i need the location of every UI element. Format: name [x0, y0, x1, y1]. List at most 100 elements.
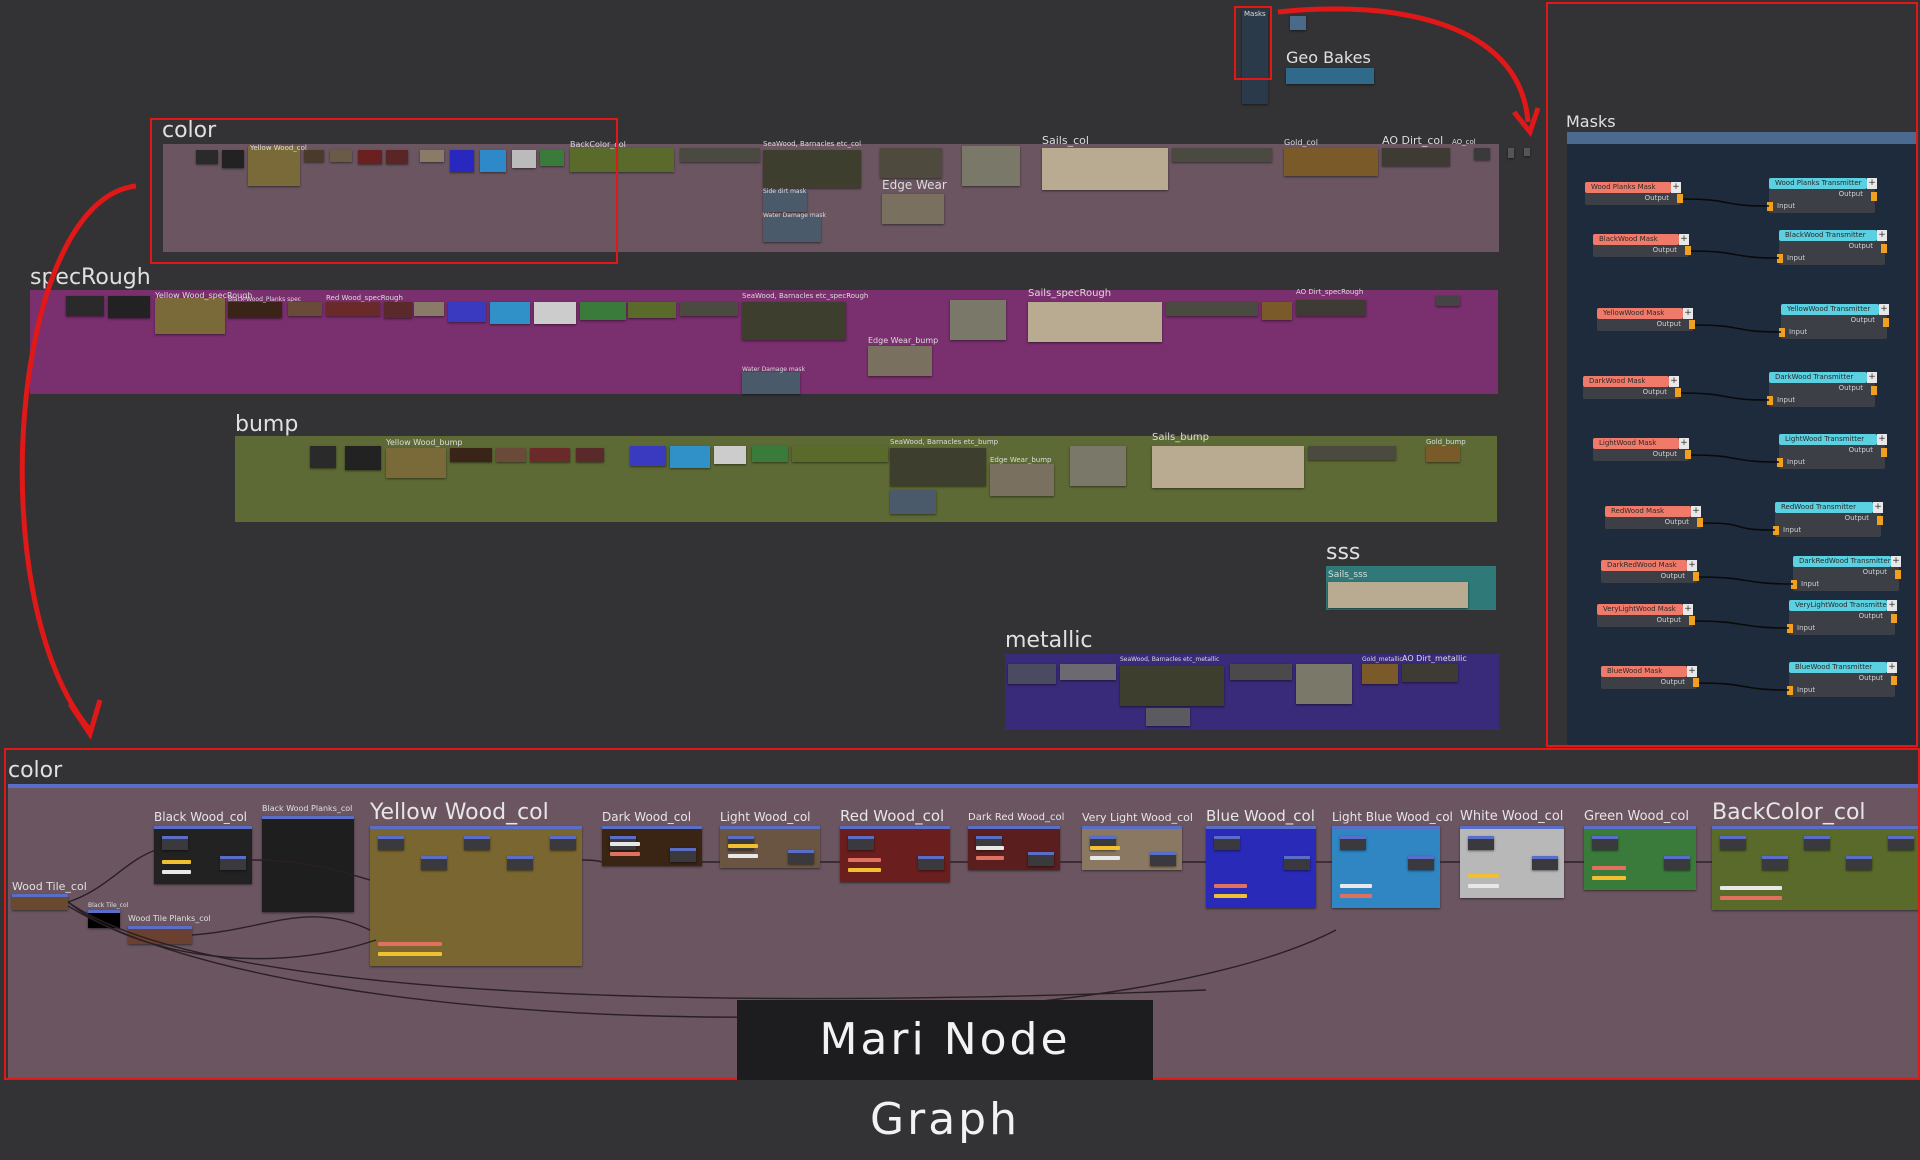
node-color-misc-2[interactable] — [880, 148, 942, 178]
node-bump-blue[interactable] — [630, 446, 666, 466]
mask-node[interactable]: BlackWood Mask+Output — [1593, 234, 1691, 257]
node-verylight-wood[interactable] — [420, 150, 444, 162]
inner-node[interactable] — [1762, 856, 1788, 870]
inner-node[interactable] — [162, 836, 188, 850]
plus-icon[interactable]: + — [1873, 502, 1883, 513]
output-port[interactable] — [1675, 388, 1681, 397]
mask-node[interactable]: LightWood Mask+Output — [1593, 438, 1691, 461]
mask-node[interactable]: DarkRedWood Mask+Output — [1601, 560, 1699, 583]
node-green-wood[interactable] — [540, 150, 564, 166]
inner-node[interactable] — [1804, 836, 1830, 850]
input-port[interactable] — [1779, 328, 1785, 337]
detail-group-backdrop[interactable] — [720, 826, 820, 868]
node-bump-lightblue[interactable] — [670, 446, 710, 468]
inner-node[interactable] — [378, 836, 404, 850]
output-port[interactable] — [1677, 194, 1683, 203]
node-geo-bakes[interactable] — [1286, 68, 1374, 84]
node-spec-misc-3[interactable] — [1166, 302, 1258, 316]
detail-group-backdrop[interactable] — [1460, 826, 1564, 898]
node-bump-seawood[interactable] — [890, 448, 986, 486]
node-spec-edge-wear[interactable] — [868, 346, 932, 376]
node-spec-blue[interactable] — [448, 302, 486, 322]
output-port[interactable] — [1895, 570, 1901, 579]
detail-group-backdrop[interactable] — [1332, 826, 1440, 908]
plus-icon[interactable]: + — [1879, 304, 1889, 315]
output-port[interactable] — [1689, 320, 1695, 329]
plus-icon[interactable]: + — [1679, 234, 1689, 245]
inner-node[interactable] — [1150, 852, 1176, 866]
plus-icon[interactable]: + — [1867, 372, 1877, 383]
node-spec-black-planks[interactable] — [228, 302, 282, 318]
inner-node[interactable] — [1468, 836, 1494, 850]
node-gold-color[interactable] — [1284, 148, 1378, 176]
node-bump-sails[interactable] — [1152, 446, 1304, 488]
node-metal-misc-4[interactable] — [1296, 664, 1352, 704]
node-water-damage-color[interactable] — [763, 216, 821, 242]
output-port[interactable] — [1881, 244, 1887, 253]
node-spec-yellow[interactable] — [155, 298, 225, 334]
inner-node[interactable] — [464, 836, 490, 850]
node-spec-gold[interactable] — [1262, 302, 1292, 320]
node-light-wood[interactable] — [330, 150, 352, 162]
node-bump-misc[interactable] — [1070, 446, 1126, 486]
plus-icon[interactable]: + — [1679, 438, 1689, 449]
node-metal-misc-1[interactable] — [1008, 664, 1056, 684]
detail-group-backdrop[interactable] — [602, 826, 702, 866]
node-bump-water[interactable] — [890, 490, 936, 514]
node-white-wood[interactable] — [512, 150, 536, 168]
node-geo-bakes-small[interactable] — [1290, 16, 1306, 30]
node-sails-color[interactable] — [1042, 148, 1168, 190]
output-port[interactable] — [1871, 386, 1877, 395]
node-spec-darkred[interactable] — [384, 302, 412, 318]
mask-node[interactable]: DarkWood Mask+Output — [1583, 376, 1681, 399]
node-metal-seawood[interactable] — [1120, 666, 1224, 706]
node-seawood-color[interactable] — [763, 150, 861, 188]
output-port[interactable] — [1871, 192, 1877, 201]
node-metal-water[interactable] — [1146, 708, 1190, 726]
node-metal-misc-2[interactable] — [1060, 664, 1116, 680]
mask-node[interactable]: BlueWood Mask+Output — [1601, 666, 1699, 689]
node-metal-ao-dirt[interactable] — [1402, 664, 1458, 682]
inner-node[interactable] — [1664, 856, 1690, 870]
node-bump-edge-wear[interactable] — [990, 464, 1054, 496]
output-port[interactable] — [1697, 518, 1703, 527]
node-metal-misc-3[interactable] — [1230, 664, 1292, 680]
node-bump-backcolor[interactable] — [792, 446, 888, 462]
detail-group-backdrop[interactable] — [968, 826, 1060, 870]
node-darkred-wood[interactable] — [386, 150, 408, 164]
node-backcolor[interactable] — [570, 148, 674, 172]
inner-node[interactable] — [507, 856, 533, 870]
node-side-dirt[interactable] — [763, 190, 807, 212]
node-black-tile[interactable] — [88, 910, 120, 928]
input-port[interactable] — [1773, 526, 1779, 535]
inner-node[interactable] — [1846, 856, 1872, 870]
inner-node[interactable] — [1340, 836, 1366, 850]
node-color-end-1[interactable] — [1508, 148, 1514, 158]
detail-group-backdrop[interactable] — [1206, 826, 1316, 908]
node-bump-black-planks[interactable] — [345, 446, 381, 470]
node-black-wood[interactable] — [196, 150, 218, 164]
node-bump-light[interactable] — [496, 448, 526, 462]
node-lightblue-wood[interactable] — [480, 150, 506, 172]
inner-node[interactable] — [1408, 856, 1434, 870]
output-port[interactable] — [1693, 678, 1699, 687]
node-spec-end[interactable] — [1436, 296, 1460, 306]
plus-icon[interactable]: + — [1691, 506, 1701, 517]
node-wood-tile-planks[interactable] — [128, 926, 192, 944]
node-spec-green[interactable] — [580, 302, 626, 320]
node-color-misc-1[interactable] — [680, 148, 760, 162]
node-spec-backcolor[interactable] — [628, 302, 676, 318]
node-masks-mini[interactable] — [1242, 10, 1268, 104]
output-port[interactable] — [1685, 246, 1691, 255]
output-port[interactable] — [1891, 676, 1897, 685]
node-metal-gold[interactable] — [1362, 664, 1398, 684]
node-spec-seawood[interactable] — [742, 302, 846, 340]
plus-icon[interactable]: + — [1687, 560, 1697, 571]
